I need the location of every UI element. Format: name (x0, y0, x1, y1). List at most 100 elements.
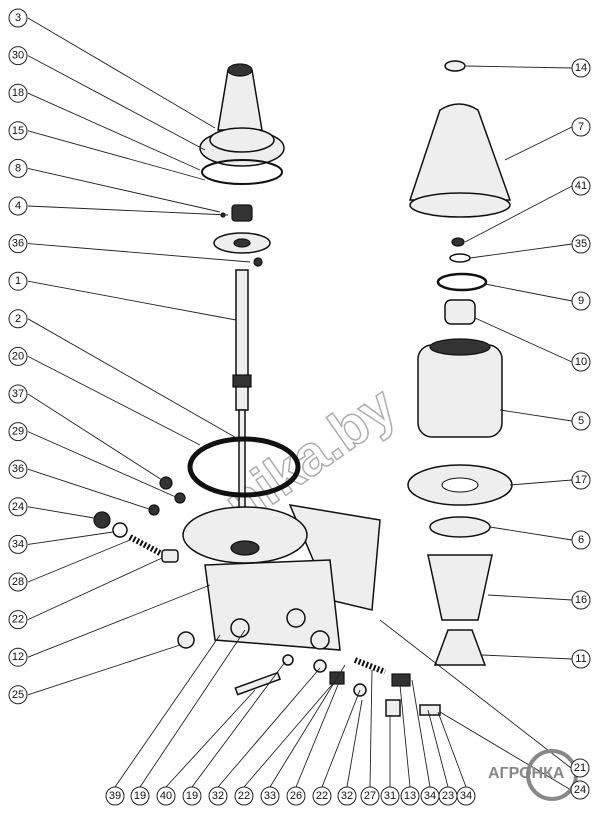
callout-label: 10 (575, 356, 587, 368)
callout-label: 34 (424, 790, 436, 802)
callout-label: 12 (12, 651, 24, 663)
callout-circle (571, 58, 591, 78)
callout-label: 8 (15, 162, 21, 174)
callout-circle (208, 786, 228, 806)
leader-line (27, 205, 229, 216)
leader-line (474, 317, 573, 363)
callout-circle (8, 610, 28, 630)
callout-circle (571, 590, 591, 610)
callout-label: 32 (212, 790, 224, 802)
leader-line (27, 644, 181, 696)
nut-and-washer (213, 204, 271, 254)
callout-label: 20 (12, 350, 24, 362)
leader-line (27, 318, 241, 441)
leader-line (481, 654, 573, 660)
callout-circle (360, 786, 380, 806)
callout-label: 35 (575, 238, 587, 250)
callout-label: 32 (341, 790, 353, 802)
leader-line (469, 243, 573, 259)
callout-label: 14 (575, 62, 587, 74)
callout-circle (337, 786, 357, 806)
callout-label: 15 (12, 125, 24, 137)
callout-circle (8, 497, 28, 517)
callout-circle (8, 234, 28, 254)
callout-circle (8, 384, 28, 404)
leader-line (27, 55, 206, 151)
leader-line (399, 684, 411, 788)
callout-circle (8, 647, 28, 667)
callout-label: 2 (15, 313, 21, 325)
callout-label: 29 (12, 426, 24, 438)
leader-line (191, 661, 286, 788)
callout-label: 40 (160, 790, 172, 802)
callout-label: 31 (384, 790, 396, 802)
leader-line (27, 431, 179, 499)
rotor-axle (232, 269, 252, 531)
callout-circle (286, 786, 306, 806)
callout-label: 3 (15, 12, 21, 24)
callout-label: 27 (364, 790, 376, 802)
leader-line (27, 167, 221, 213)
callout-circle (8, 121, 28, 141)
leader-line (27, 531, 114, 545)
callout-circle (130, 786, 150, 806)
filter-housing (182, 504, 381, 651)
leader-line (464, 185, 573, 243)
callout-label: 11 (575, 653, 586, 665)
callout-circle (570, 780, 590, 800)
callout-circle (571, 649, 591, 669)
callout-label: 18 (12, 87, 24, 99)
callout-label: 22 (238, 790, 250, 802)
callout-labels: 3301815843612203729362434282212251474135… (8, 8, 591, 806)
callout-circle (456, 786, 476, 806)
leader-line (27, 17, 216, 129)
callout-label: 7 (578, 121, 584, 133)
callout-circle (8, 46, 28, 66)
callout-circle (571, 530, 591, 550)
callout-circle (8, 196, 28, 216)
leader-line (27, 393, 163, 481)
callout-circle (234, 786, 254, 806)
callout-label: 24 (12, 501, 24, 513)
leader-line (411, 679, 431, 788)
callout-circle (570, 758, 590, 778)
callout-circle (156, 786, 176, 806)
callout-label: 37 (12, 388, 24, 400)
leader-line (269, 664, 346, 788)
callout-label: 26 (290, 790, 302, 802)
leader-line (369, 669, 373, 788)
callout-label: 19 (134, 790, 146, 802)
leader-line (321, 689, 361, 788)
callout-label: 19 (186, 790, 198, 802)
leader-line (27, 130, 206, 181)
callout-label: 34 (460, 790, 472, 802)
callout-circle (571, 176, 591, 196)
leader-line (295, 679, 341, 788)
callout-label: 34 (12, 538, 24, 550)
callout-label: 13 (404, 790, 416, 802)
leader-line (243, 679, 337, 788)
leader-line (27, 539, 131, 583)
leader-line (27, 355, 201, 446)
callout-label: 4 (15, 200, 21, 212)
callout-label: 30 (12, 50, 24, 62)
callout-circle (380, 786, 400, 806)
callout-circle (312, 786, 332, 806)
leader-line (165, 689, 256, 788)
callout-label: 33 (264, 790, 276, 802)
callout-label: 21 (574, 762, 586, 774)
callout-circle (260, 786, 280, 806)
leader-line (27, 243, 251, 263)
callout-circle (400, 786, 420, 806)
callout-label: 9 (578, 295, 584, 307)
leader-line (379, 619, 572, 769)
leader-line (217, 667, 321, 788)
callout-label: 22 (316, 790, 328, 802)
callout-circle (8, 572, 28, 592)
leader-line (509, 479, 573, 486)
callout-label: 36 (12, 238, 24, 250)
o-ring (187, 436, 301, 498)
callout-label: 36 (12, 463, 24, 475)
agronika-logo: АГРОНКА (488, 749, 578, 801)
